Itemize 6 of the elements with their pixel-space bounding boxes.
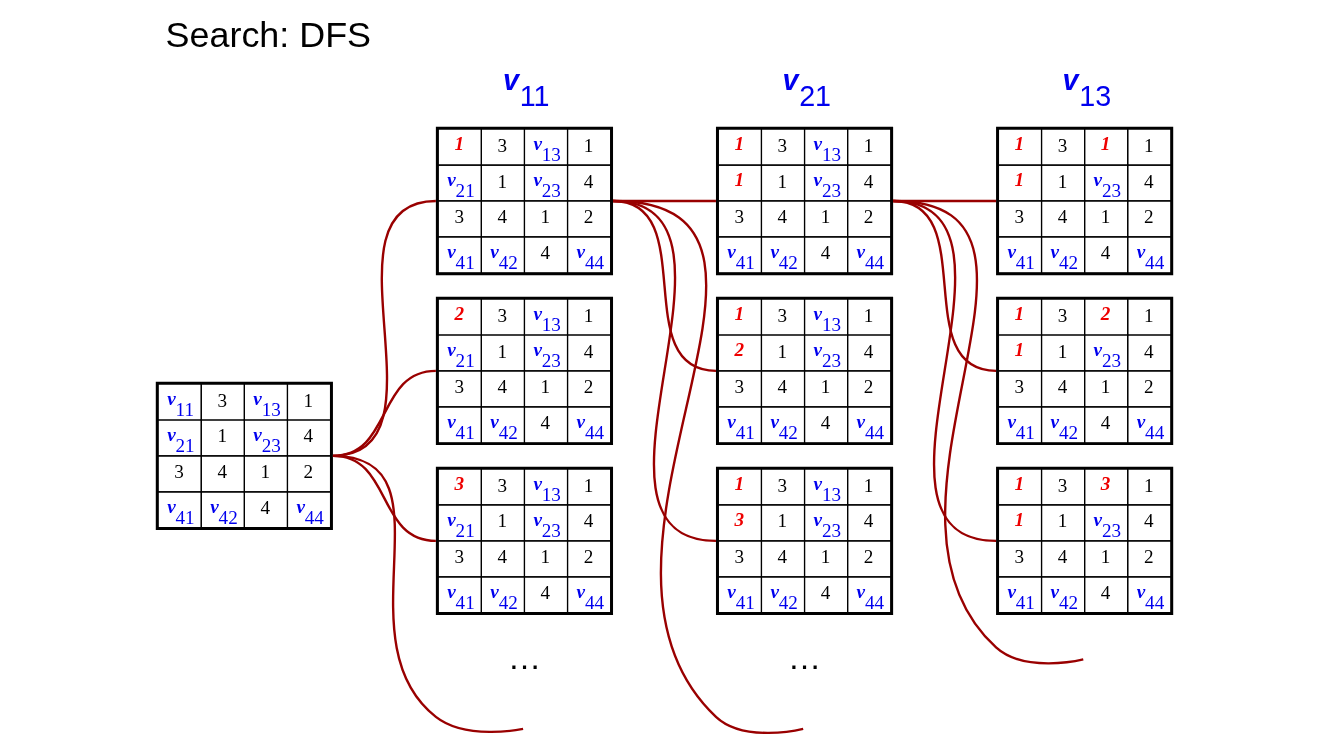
connector [612, 199, 804, 735]
label: … [787, 638, 822, 676]
label: … [507, 638, 542, 676]
connector [892, 199, 1084, 665]
connector [332, 454, 524, 734]
diagram-title: Search: DFS [165, 14, 372, 55]
